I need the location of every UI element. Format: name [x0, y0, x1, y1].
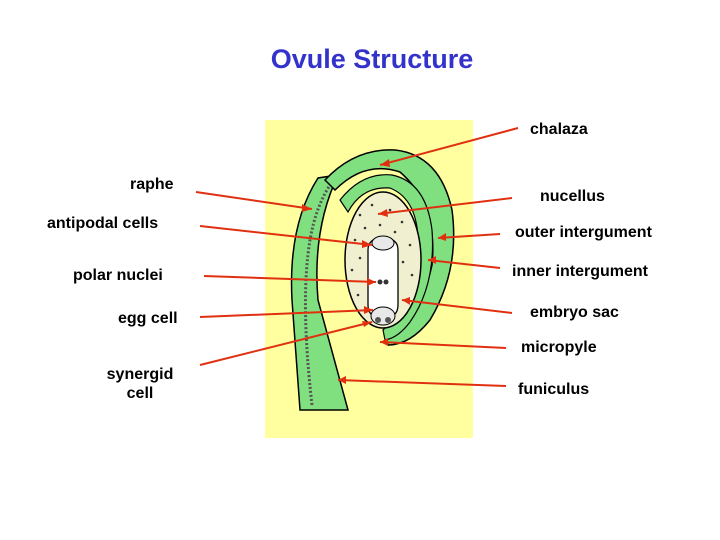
label-antipodal-cells: antipodal cells — [47, 215, 159, 232]
pointer-inner-integ — [427, 259, 501, 269]
pointer-egg — [199, 309, 374, 318]
pointer-polar — [203, 275, 377, 283]
label-inner-integument: inner intergument — [512, 263, 649, 280]
label-egg-cell: egg cell — [118, 310, 178, 327]
synergid-2 — [385, 317, 391, 323]
synergid-1 — [375, 317, 381, 323]
label-synergid-line2: cell — [126, 385, 154, 402]
label-synergid-line1: synergid — [106, 366, 174, 383]
pointer-antipodal — [199, 225, 373, 246]
pointer-raphe — [195, 191, 313, 210]
pointer-embryo-sac — [401, 299, 513, 314]
label-embryo-sac: embryo sac — [530, 304, 619, 321]
antipodal-cells-shape — [371, 235, 395, 251]
polar-nucleus-1 — [377, 279, 383, 285]
pointer-chalaza — [379, 127, 519, 166]
label-polar-nuclei: polar nuclei — [73, 267, 163, 284]
label-synergid-cell: synergid cell — [90, 365, 190, 403]
pointer-funiculus — [337, 379, 507, 387]
pointer-outer-integ — [437, 233, 501, 239]
label-micropyle: micropyle — [521, 339, 597, 356]
pointer-micropyle — [379, 341, 507, 349]
label-nucellus: nucellus — [540, 188, 605, 205]
raphe-strand — [303, 181, 334, 406]
diagram-title: Ovule Structure — [270, 44, 474, 74]
label-outer-integument: outer intergument — [515, 224, 652, 241]
label-raphe: raphe — [130, 176, 174, 193]
pointer-arrowheads — [302, 159, 446, 384]
pointer-synergid — [199, 321, 373, 366]
pointer-nucellus — [377, 197, 513, 215]
polar-nucleus-2 — [383, 279, 389, 285]
pointer-lines — [195, 127, 519, 387]
label-funiculus: funiculus — [518, 381, 590, 398]
label-chalaza: chalaza — [530, 121, 588, 138]
egg-cell-shape — [370, 306, 396, 326]
